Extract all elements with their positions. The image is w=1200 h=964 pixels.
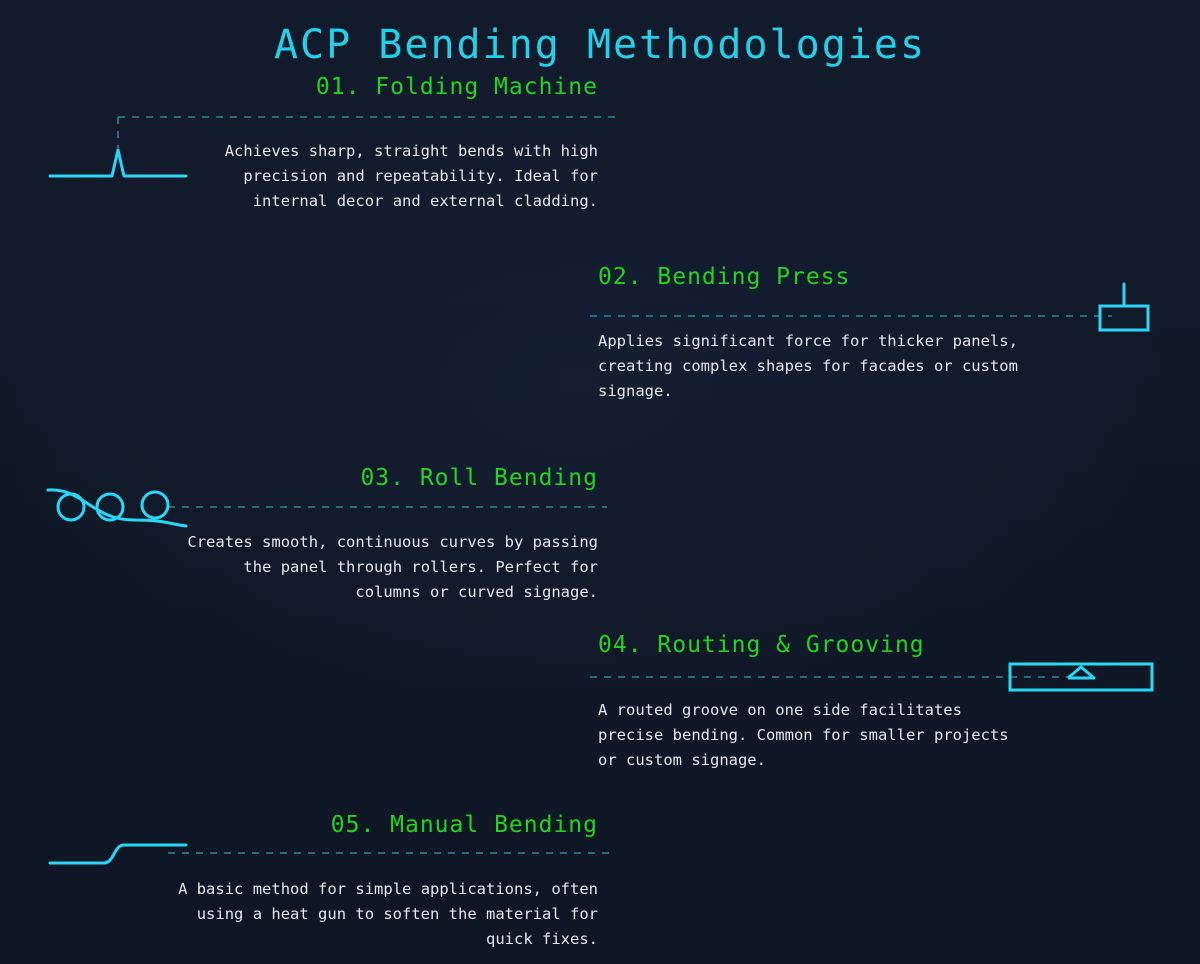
item-04-description: A routed groove on one side facilitates … xyxy=(598,701,1009,769)
item-01-heading: 01. Folding Machine xyxy=(315,74,598,100)
item-03-connector xyxy=(160,492,630,522)
item-01-connector xyxy=(0,100,640,190)
v-groove-panel-icon xyxy=(1008,662,1156,698)
roller-circle xyxy=(95,492,125,522)
rollers-icon xyxy=(44,476,194,536)
press-die-icon xyxy=(1090,282,1170,338)
roller-circle xyxy=(56,492,86,522)
roller-circle xyxy=(140,490,170,520)
item-01-description: Achieves sharp, straight bends with high… xyxy=(224,142,598,210)
item-04-connector xyxy=(560,668,1120,698)
item-02-heading: 02. Bending Press xyxy=(598,264,851,290)
item-02-description: Applies significant force for thicker pa… xyxy=(598,332,1018,400)
item-05-connector xyxy=(160,840,630,870)
item-03-heading: 03. Roll Bending xyxy=(360,465,598,491)
item-05-description: A basic method for simple applications, … xyxy=(178,880,598,948)
step-bend-icon xyxy=(44,834,194,874)
item-03-description: Creates smooth, continuous curves by pas… xyxy=(187,533,598,601)
fold-peak-icon xyxy=(40,138,200,188)
item-02-connector xyxy=(560,300,1160,340)
item-05-heading: 05. Manual Bending xyxy=(330,812,598,838)
page-title: ACP Bending Methodologies xyxy=(273,22,927,68)
item-04-heading: 04. Routing & Grooving xyxy=(598,632,925,658)
